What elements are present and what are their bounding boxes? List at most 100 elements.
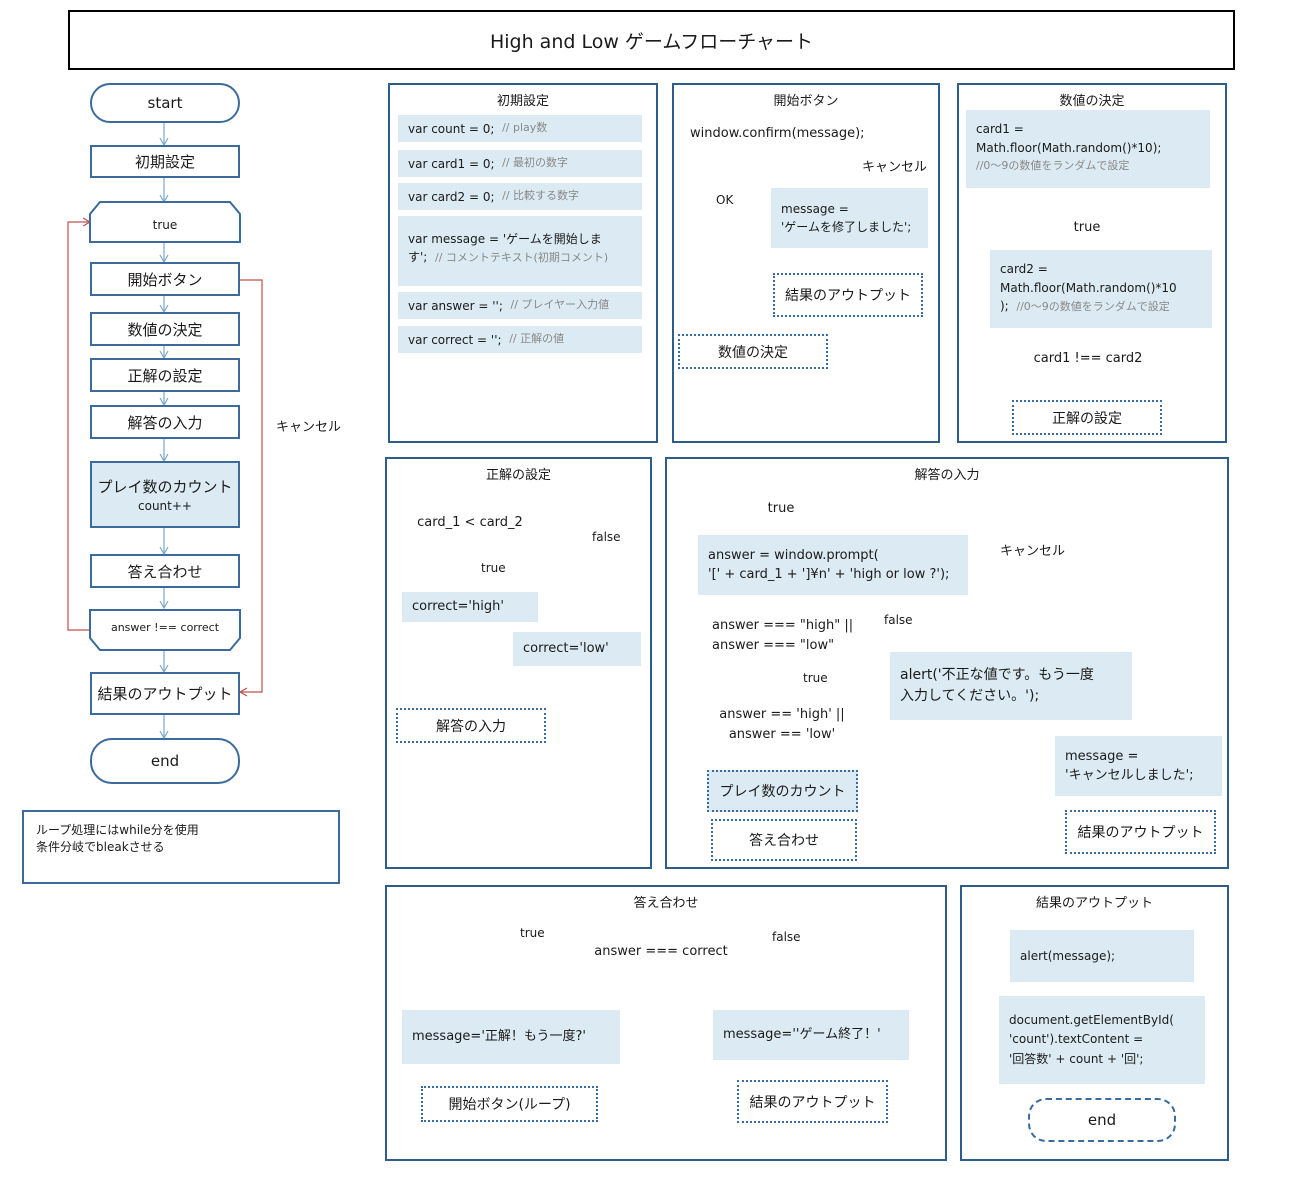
code-text: card2 =	[1000, 262, 1048, 276]
panel-title: 開始ボタン	[773, 94, 839, 109]
code-comment: // コメントテキスト(初期コメント)	[434, 251, 609, 264]
check-label: 答え合わせ	[127, 562, 203, 581]
ok-label: OK	[716, 193, 734, 207]
panel-title: 解答の入力	[914, 468, 980, 483]
start-terminal: start	[90, 83, 240, 123]
loop-back-arrow	[67, 217, 92, 631]
code-text: message =	[1065, 748, 1139, 764]
code-text: Math.floor(Math.random()*10	[1000, 280, 1177, 295]
textcontent-box: document.getElementById( 'count').textCo…	[999, 996, 1205, 1084]
output-link-label: 結果のアウトプット	[785, 288, 911, 304]
code-comment: // 正解の値	[509, 332, 565, 346]
next-step-box: 正解の設定	[1012, 400, 1162, 435]
code-text: 'キャンセルしました';	[1065, 768, 1194, 783]
code-text: '[' + card_1 + ']¥n' + 'high or low ?');	[708, 567, 950, 582]
panel-title: 答え合わせ	[633, 896, 699, 911]
loop-true-label: true	[152, 218, 178, 232]
output-link-box: 結果のアウトプット	[1065, 810, 1216, 854]
start-label: start	[147, 94, 183, 112]
panel-title: 正解の設定	[485, 468, 551, 483]
end-label: end	[150, 752, 180, 770]
page-title: High and Low ゲームフローチャート	[68, 10, 1235, 70]
alert-box: alert(message);	[1010, 930, 1194, 982]
number-decide-step: 数値の決定	[90, 312, 240, 346]
output-link-label: 結果のアウトプット	[1077, 825, 1204, 841]
next-step-box: 開始ボタン(ループ)	[421, 1086, 598, 1122]
code-comment: //0～9の数値をランダムで設定	[1016, 300, 1170, 314]
output-link-box: 結果のアウトプット	[737, 1080, 888, 1123]
output-step: 結果のアウトプット	[90, 672, 240, 715]
start-button-panel: 開始ボタン	[672, 83, 940, 443]
start-button-label: 開始ボタン	[127, 270, 203, 289]
loop-condition-label: answer !== correct	[110, 621, 220, 634]
loop-true-label: true	[767, 501, 795, 516]
code-comment: // play数	[502, 121, 548, 135]
code-comment: //0～9の数値をランダムで設定	[976, 159, 1130, 173]
true-label: true	[520, 926, 545, 940]
condition-label: answer === correct	[594, 944, 728, 959]
code-text: document.getElementById(	[1009, 1013, 1174, 1028]
next-step-label: 数値の決定	[718, 344, 788, 361]
cancel-label: キャンセル	[1000, 544, 1066, 559]
next-step-box: プレイ数のカウント	[707, 770, 858, 812]
answer-set-step: 正解の設定	[90, 358, 240, 392]
note-line: ループ処理にはwhile分を使用	[36, 823, 199, 837]
init-label: 初期設定	[134, 153, 195, 171]
note-line: 条件分岐でbleakさせる	[36, 840, 165, 855]
condition-label: answer === "high" || answer === "low"	[700, 616, 860, 655]
next-step-label: プレイ数のカウント	[719, 784, 846, 800]
confirm-text: window.confirm(message);	[690, 126, 865, 141]
code-text: correct='low'	[523, 641, 609, 657]
end-terminal: end	[1028, 1098, 1176, 1142]
check-step: 答え合わせ	[90, 554, 240, 588]
number-decide-label: 数値の決定	[127, 320, 203, 339]
code-row: var answer = ''; // プレイヤー入力値	[398, 292, 642, 319]
code-text: var card1 = 0;	[408, 156, 495, 171]
message-line: 'ゲームを修了しました';	[781, 220, 912, 234]
next-step-label: 開始ボタン(ループ)	[448, 1097, 571, 1113]
start-button-step: 開始ボタン	[90, 262, 240, 296]
loop-condition-label: card1 !== card2	[1033, 351, 1143, 366]
condition-label: card_1 < card_2	[417, 515, 523, 530]
loop-condition-label: answer == 'high' || answer == 'low'	[698, 705, 866, 744]
code-text: message='正解！もう一度?'	[412, 1029, 586, 1045]
code-text: var correct = '';	[408, 332, 502, 347]
code-comment: // 比較する数字	[502, 189, 580, 203]
code-text: card1 =	[976, 122, 1024, 136]
message-line: message =	[781, 202, 849, 216]
code-comment: // プレイヤー入力値	[510, 298, 610, 312]
card1-box: card1 = Math.floor(Math.random()*10); //…	[966, 110, 1210, 188]
output-link-box: 結果のアウトプット	[773, 273, 923, 317]
high-box: correct='high'	[402, 592, 538, 622]
condition-line: answer === "high" ||	[712, 618, 854, 633]
panel-title: 数値の決定	[1059, 94, 1125, 109]
next-step-label: 正解の設定	[1052, 410, 1122, 427]
play-count-sub-label: count++	[138, 499, 192, 513]
next-step-box: 答え合わせ	[711, 819, 857, 861]
condition-line: answer == 'low'	[728, 726, 836, 742]
end-label: end	[1087, 1111, 1117, 1129]
output-link-label: 結果のアウトプット	[749, 1094, 876, 1111]
alert-box: alert('不正な値です。もう一度 入力してください。');	[890, 652, 1132, 720]
card2-box: card2 = Math.floor(Math.random()*10 ); /…	[990, 250, 1212, 328]
condition-line: answer == 'high' ||	[719, 707, 845, 722]
false-label: false	[772, 930, 801, 944]
next-step-label: 答え合わせ	[749, 833, 819, 849]
false-label: false	[884, 613, 913, 627]
code-row: var message = 'ゲームを開始します'; // コメントテキスト(初…	[398, 216, 642, 286]
code-text: var message = 'ゲームを開始します';	[408, 232, 602, 264]
code-text: message=''ゲーム終了！'	[723, 1027, 881, 1043]
code-row: var card2 = 0; // 比較する数字	[398, 183, 642, 210]
output-label: 結果のアウトプット	[97, 685, 233, 703]
code-text: var answer = '';	[408, 298, 503, 313]
code-text: 入力してください。');	[900, 688, 1040, 704]
code-row: var card1 = 0; // 最初の数字	[398, 150, 642, 177]
next-step-box: 数値の決定	[678, 334, 828, 369]
play-count-step: プレイ数のカウント count++	[90, 461, 240, 528]
panel-title: 結果のアウトプット	[1035, 896, 1153, 911]
next-step-box: 解答の入力	[396, 708, 546, 743]
panel-title: 初期設定	[496, 94, 549, 109]
cancel-arrow	[238, 279, 263, 697]
note-box: ループ処理にはwhile分を使用 条件分岐でbleakさせる	[22, 810, 340, 884]
false-label: false	[592, 530, 621, 544]
